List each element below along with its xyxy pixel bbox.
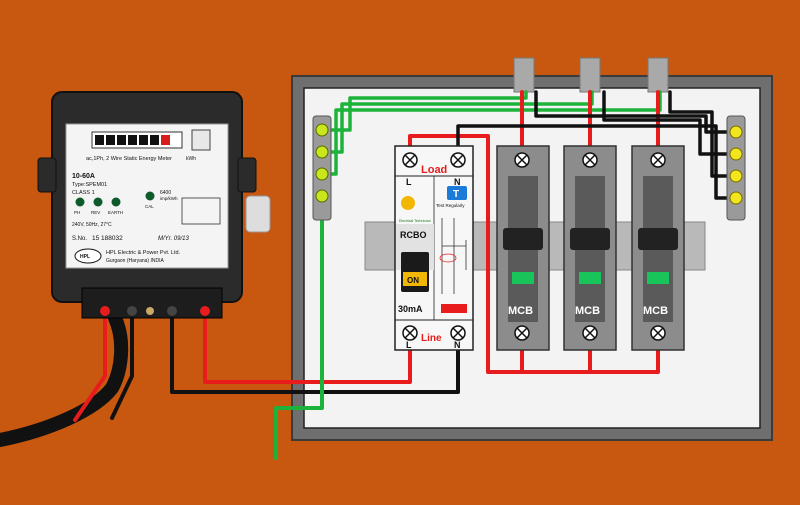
earth-wire-in xyxy=(274,204,324,460)
rcbo-schematic-icon xyxy=(439,218,467,294)
hpl-logo xyxy=(74,248,102,264)
rcbo-top-l: L xyxy=(406,177,412,187)
rcbo-logo-text: Electrical Technician xyxy=(399,219,431,223)
led-label-rev: REV xyxy=(91,210,100,215)
meter-location: Gurgaon (Haryana) INDIA xyxy=(106,258,164,264)
rcbo-test-text: Test Regularly xyxy=(436,203,465,208)
meter-terminal-live-in xyxy=(100,306,110,316)
rcbo-load-label: Load xyxy=(421,164,447,176)
rcbo-test-button-label: T xyxy=(453,189,459,200)
led-ph xyxy=(75,197,85,207)
mcb-2-label: MCB xyxy=(575,305,600,317)
meter-type: Type:SPEM01 xyxy=(72,182,107,188)
mcb-1-toggle[interactable] xyxy=(503,228,543,250)
neutral-wire-to-rcbo xyxy=(170,316,460,394)
earth-bar xyxy=(312,115,332,221)
rcbo-line-label: Line xyxy=(421,333,442,344)
energy-meter: ac,1Ph, 2 Wire Static Energy Meter kWh 1… xyxy=(37,91,271,319)
meter-date: M/Yr. 09/13 xyxy=(158,236,189,242)
meter-terminal-live-out xyxy=(200,306,210,316)
led-rev xyxy=(93,197,103,207)
mcb-2-toggle[interactable] xyxy=(570,228,610,250)
meter-title: ac,1Ph, 2 Wire Static Energy Meter xyxy=(86,156,172,162)
led-label-earth: EARTH xyxy=(108,210,123,215)
meter-serial-label: S.No. xyxy=(72,236,87,242)
rcbo-indicator xyxy=(441,304,467,313)
rcbo-top-n: N xyxy=(454,177,461,187)
mcb-3-label: MCB xyxy=(643,305,668,317)
wires xyxy=(0,90,732,460)
neutral-bar xyxy=(726,115,746,221)
mcb-3: MCB xyxy=(631,145,685,351)
meter-voltage: 240V, 50Hz, 27°C xyxy=(72,222,112,228)
mcb-2: MCB xyxy=(563,145,617,351)
meter-pulse: 6400 xyxy=(160,190,171,196)
meter-pulse-unit: imp/kWh xyxy=(160,196,178,201)
meter-class: CLASS 1 xyxy=(72,190,95,196)
meter-brand: HPL xyxy=(80,254,90,260)
mcb-1: MCB xyxy=(496,145,550,351)
meter-circuit-icon xyxy=(181,197,221,225)
meter-serial: 15 188032 xyxy=(92,235,123,242)
led-cal xyxy=(145,191,155,201)
rcbo-switch-state: ON xyxy=(407,276,419,285)
electrical-technician-logo-icon xyxy=(401,196,415,210)
mcb-1-indicator xyxy=(512,272,534,284)
meter-maker: HPL Electric & Power Pvt. Ltd. xyxy=(106,250,181,256)
mcb-3-toggle[interactable] xyxy=(638,228,678,250)
led-label-ph: PH xyxy=(74,210,80,215)
live-wire-to-rcbo xyxy=(203,316,412,384)
led-earth xyxy=(111,197,121,207)
meter-seal xyxy=(245,195,271,233)
rcbo: Load L N Electrical Technician T Test Re… xyxy=(394,145,474,351)
meter-reading-unit: kWh xyxy=(186,156,196,162)
rcbo-rating: 30mA xyxy=(398,304,423,314)
rcbo-bottom-l: L xyxy=(406,340,412,350)
neutral-to-bar xyxy=(456,124,732,200)
meter-rating: 10-60A xyxy=(72,173,95,180)
cal-label: CAL xyxy=(145,204,154,209)
rcbo-bottom-n: N xyxy=(454,340,461,350)
rcbo-test-button[interactable] xyxy=(447,186,467,200)
mcb-2-indicator xyxy=(579,272,601,284)
meter-qr-icon xyxy=(191,129,211,151)
live-busbar xyxy=(408,134,660,374)
rcbo-name: RCBO xyxy=(400,230,427,240)
supply-cable xyxy=(0,311,129,447)
mcb-1-label: MCB xyxy=(508,305,533,317)
mcb-3-indicator xyxy=(647,272,669,284)
